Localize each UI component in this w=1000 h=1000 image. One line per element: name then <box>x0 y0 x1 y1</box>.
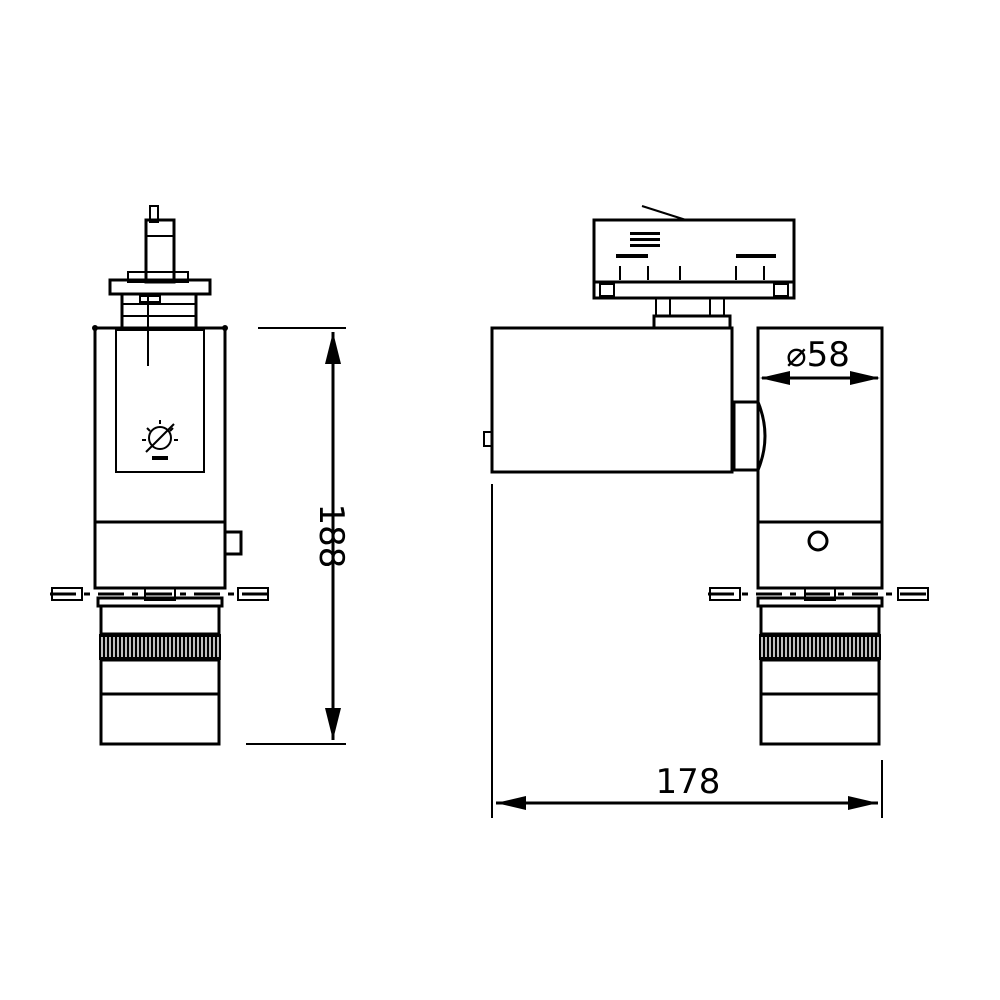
length-dimension-label: 178 <box>656 762 721 802</box>
front-view: 188 <box>50 205 351 746</box>
side-housing <box>483 326 767 474</box>
front-housing <box>92 325 243 590</box>
side-track-adapter <box>592 205 796 330</box>
height-dimension: 188 <box>246 327 351 745</box>
front-lens <box>96 596 224 746</box>
front-track-adapter <box>108 205 212 366</box>
side-view: ⌀58 178 <box>483 205 932 818</box>
length-dimension: 178 <box>491 484 883 818</box>
side-lens <box>756 596 884 746</box>
rotation-dial-icon <box>142 420 178 460</box>
side-tilt-axis <box>708 587 932 601</box>
height-dimension-label: 188 <box>311 504 351 569</box>
diameter-dimension: ⌀58 <box>760 335 880 385</box>
diameter-dimension-label: ⌀58 <box>786 335 850 375</box>
front-tilt-axis <box>50 587 270 601</box>
